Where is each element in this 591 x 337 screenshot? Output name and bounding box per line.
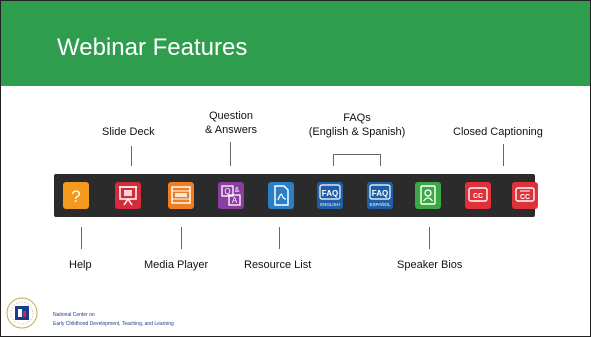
label-slide-deck: Slide Deck [102,126,155,138]
footer-logo: National Center on Early Childhood Devel… [5,296,225,332]
connector-question-answers [230,142,231,166]
label-resource-list: Resource List [244,259,312,271]
label-question-line1: Question [208,110,254,122]
head-start-logo-icon [6,297,38,329]
closed-captioning-icon: CC [468,187,488,202]
label-faqs-line2: (English & Spanish) [308,126,406,138]
help-icon: ? [71,187,80,206]
faq-english-icon: FAQ ENGLISH [319,184,341,207]
label-faqs: FAQs (English & Spanish) [301,111,413,139]
speaker-bio-icon [420,185,436,205]
connector-faqs-horizontal [333,154,381,155]
svg-text:ESPAÑOL: ESPAÑOL [370,201,391,207]
label-question-line2: & Answers [205,124,257,136]
svg-text:CC: CC [473,193,483,200]
org-name-line1: National Center on [53,312,95,318]
title-bar: Webinar Features [1,1,590,86]
label-question-answers: Question & Answers [199,109,263,137]
svg-text:A: A [232,196,238,205]
pdf-document-icon [274,185,289,206]
resource-list-button[interactable] [268,182,294,209]
connector-slide-deck [131,146,132,166]
connector-closed-captioning [503,144,504,166]
connector-faqs-right [380,154,381,166]
q-and-a-icon: Q & A [221,185,241,206]
closed-captioning-alt-icon: CC [515,187,535,202]
media-player-icon [171,186,191,204]
webinar-toolbar: ? Q & [54,174,538,217]
presentation-easel-icon [119,186,137,206]
svg-text:?: ? [71,187,80,206]
faq-espanol-button[interactable]: FAQ ESPAÑOL [367,182,393,209]
closed-captioning-button-1[interactable]: CC [465,182,491,209]
label-closed-captioning: Closed Captioning [453,126,543,138]
connector-speaker-bios [429,227,430,249]
question-answers-button[interactable]: Q & A [218,182,244,209]
help-button[interactable]: ? [63,182,89,209]
org-name-line2: Early Childhood Development, Teaching, a… [53,321,174,327]
media-player-button[interactable] [168,182,194,209]
svg-text:Q: Q [224,187,230,196]
connector-media-player [181,227,182,249]
svg-text:&: & [235,187,240,194]
label-faqs-line1: FAQs [343,112,371,124]
faq-english-button[interactable]: FAQ ENGLISH [317,182,343,209]
slide-deck-button[interactable] [115,182,141,209]
faq-espanol-icon: FAQ ESPAÑOL [369,184,391,207]
label-help: Help [69,259,92,271]
connector-help [81,227,82,249]
svg-text:FAQ: FAQ [372,189,388,198]
label-media-player: Media Player [144,259,209,271]
connector-resource-list [279,227,280,249]
slide-title: Webinar Features [57,34,248,61]
connector-faqs-left [333,154,334,166]
closed-captioning-button-2[interactable]: CC [512,182,538,209]
svg-text:ENGLISH: ENGLISH [320,202,340,207]
svg-text:CC: CC [520,194,530,201]
speaker-bios-button[interactable] [415,182,441,209]
label-speaker-bios: Speaker Bios [397,259,463,271]
svg-text:FAQ: FAQ [322,189,338,198]
